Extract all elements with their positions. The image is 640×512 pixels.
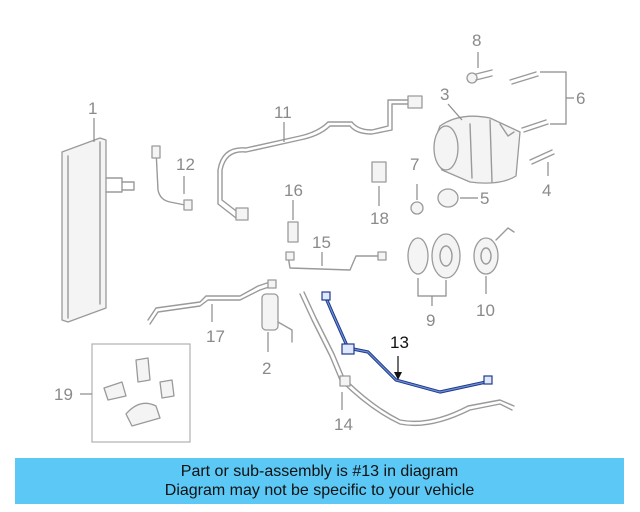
callout-3: 3 bbox=[440, 85, 449, 104]
part-3-compressor bbox=[433, 103, 521, 184]
part-9-clutch bbox=[407, 233, 461, 306]
part-13-highlighted-hose bbox=[321, 291, 493, 394]
callout-11: 11 bbox=[274, 103, 292, 122]
part-18-valve bbox=[371, 161, 387, 206]
part-8-bolt bbox=[466, 52, 493, 84]
callout-17: 17 bbox=[206, 327, 225, 346]
part-5-ring bbox=[437, 188, 478, 208]
callout-14: 14 bbox=[334, 415, 353, 434]
callout-10: 10 bbox=[476, 301, 495, 320]
part-1-condenser bbox=[61, 118, 135, 323]
callout-4: 4 bbox=[542, 181, 551, 200]
callout-2: 2 bbox=[262, 359, 271, 378]
banner-line-2: Diagram may not be specific to your vehi… bbox=[164, 482, 475, 499]
callout-5: 5 bbox=[480, 189, 489, 208]
part-6-studs bbox=[509, 71, 574, 133]
part-19-inset bbox=[80, 343, 191, 443]
callout-1: 1 bbox=[88, 99, 97, 118]
callout-13: 13 bbox=[390, 333, 409, 352]
callout-6: 6 bbox=[576, 89, 585, 108]
callout-7: 7 bbox=[410, 155, 419, 174]
info-banner: Part or sub-assembly is #13 in diagram D… bbox=[15, 458, 624, 504]
part-17-hose bbox=[147, 279, 277, 325]
part-7-nut bbox=[410, 184, 424, 215]
part-12-hose bbox=[151, 145, 193, 211]
part-10-coil bbox=[473, 227, 515, 294]
part-14-hose bbox=[299, 291, 515, 427]
part-11-tube bbox=[217, 95, 423, 221]
callout-18: 18 bbox=[370, 209, 389, 228]
callout-8: 8 bbox=[472, 31, 481, 50]
part-2-drier bbox=[261, 293, 293, 352]
callout-19: 19 bbox=[54, 385, 73, 404]
part-4-fitting bbox=[529, 149, 555, 176]
callout-9: 9 bbox=[426, 311, 435, 330]
part-15-tube bbox=[285, 251, 387, 271]
banner-line-1: Part or sub-assembly is #13 in diagram bbox=[180, 463, 459, 480]
callout-15: 15 bbox=[312, 233, 331, 252]
callout-12: 12 bbox=[176, 155, 195, 174]
part-16-fitting bbox=[287, 200, 299, 243]
callout-16: 16 bbox=[284, 181, 303, 200]
